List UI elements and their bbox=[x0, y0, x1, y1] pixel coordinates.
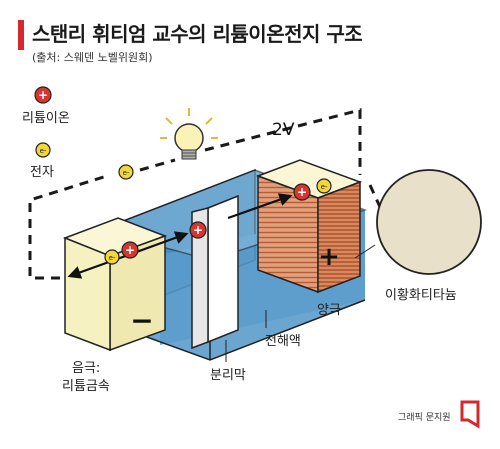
separator-membrane bbox=[191, 194, 239, 350]
electrolyte-label: 전해액 bbox=[265, 334, 301, 349]
lithium-ion-separator: + bbox=[189, 221, 207, 239]
electron-cathode: e- bbox=[316, 178, 332, 194]
cathode-magnified-view bbox=[376, 170, 482, 275]
negative-sign: − bbox=[130, 304, 153, 337]
external-circuit-wire bbox=[28, 108, 387, 280]
svg-text:+: + bbox=[297, 185, 307, 199]
anode-label-line1: 음극: bbox=[72, 361, 101, 376]
legend-electron-label: 전자 bbox=[30, 165, 54, 180]
legend-ion-label: 리튬이온 bbox=[22, 111, 70, 126]
cathode-material-label: 이황화티타늄 bbox=[385, 288, 457, 303]
title-accent-bar bbox=[18, 20, 24, 50]
footer-credit: 그래픽 문지원 bbox=[398, 413, 451, 423]
svg-text:+: + bbox=[38, 88, 48, 102]
svg-text:+: + bbox=[193, 223, 203, 237]
lithium-ion-anode: + bbox=[121, 241, 139, 259]
lithium-ion-cathode: + bbox=[293, 183, 311, 201]
callout-lines bbox=[225, 244, 376, 362]
voltage-label: 2V bbox=[272, 120, 295, 140]
svg-text:e-: e- bbox=[123, 169, 130, 177]
electron-wire: e- bbox=[118, 164, 134, 180]
light-bulb-icon bbox=[160, 108, 218, 160]
svg-text:e-: e- bbox=[40, 147, 47, 155]
legend-ion-icon: + bbox=[34, 86, 52, 104]
positive-sign: + bbox=[318, 242, 340, 272]
separator-label: 분리막 bbox=[210, 368, 246, 383]
page-subtitle: (출처: 스웨덴 노벨위원회) bbox=[32, 51, 153, 64]
legend-electron-icon: e- bbox=[35, 142, 51, 158]
anode-label-line2: 리튬금속 bbox=[62, 379, 110, 394]
svg-text:+: + bbox=[125, 243, 135, 257]
page-title: 스탠리 휘티엄 교수의 리튬이온전지 구조 bbox=[32, 22, 363, 46]
electron-anode: e- bbox=[104, 249, 120, 265]
publisher-logo-icon bbox=[460, 400, 480, 429]
svg-text:e-: e- bbox=[109, 254, 116, 262]
cathode-label: 양극 bbox=[317, 303, 341, 318]
cathode-block bbox=[255, 159, 363, 294]
svg-text:e-: e- bbox=[321, 183, 328, 191]
